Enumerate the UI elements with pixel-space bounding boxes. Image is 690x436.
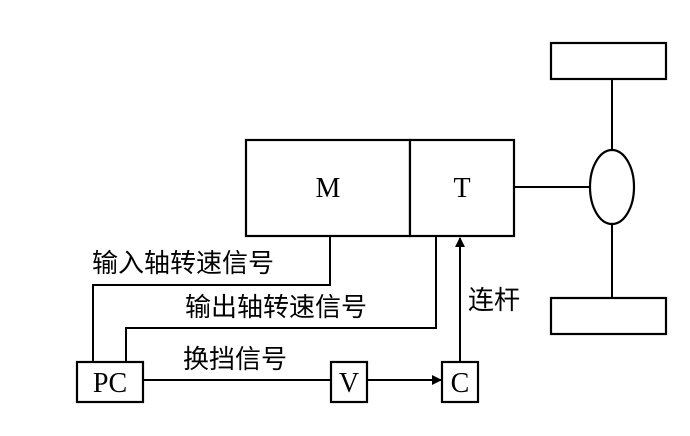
motor-label: M xyxy=(316,173,341,204)
linkage-label: 连杆 xyxy=(468,286,520,316)
wheel-upper xyxy=(549,41,668,81)
output-shaft-speed-label: 输出轴转速信号 xyxy=(185,293,367,323)
controller-label: PC xyxy=(93,368,127,399)
output-shaft-speed-line xyxy=(125,236,437,362)
controller-block xyxy=(75,360,145,404)
transmission-label: T xyxy=(453,173,470,204)
motor-block xyxy=(244,138,412,238)
wheel-lower xyxy=(549,296,668,336)
shift-signal-label: 换挡信号 xyxy=(183,345,287,375)
input-shaft-speed-label: 输入轴转速信号 xyxy=(92,249,274,279)
valve-block xyxy=(329,360,369,404)
valve-label: V xyxy=(339,368,359,399)
input-shaft-speed-line xyxy=(92,236,331,362)
differential xyxy=(588,148,636,226)
cylinder-label: C xyxy=(451,368,470,399)
cylinder-block xyxy=(440,360,480,404)
transmission-block xyxy=(408,138,516,238)
